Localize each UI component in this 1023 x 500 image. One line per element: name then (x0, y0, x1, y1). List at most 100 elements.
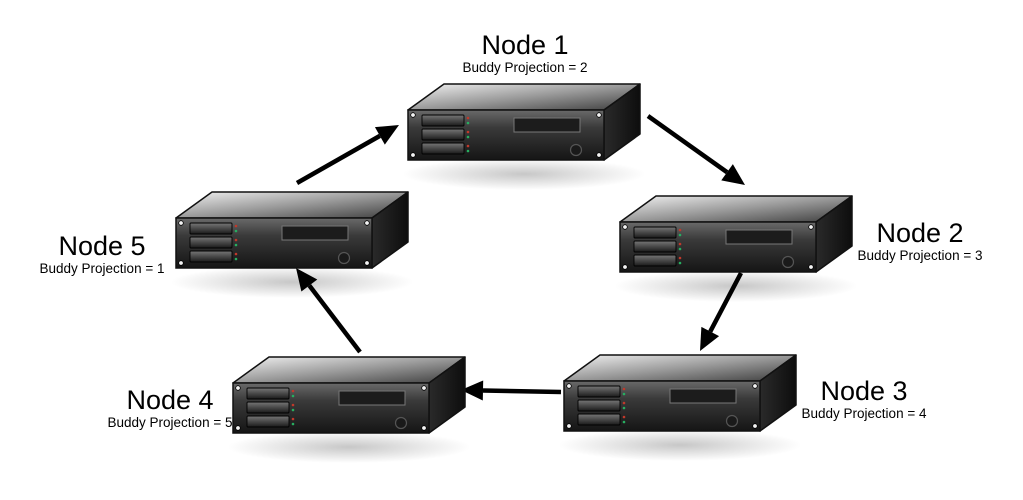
screw-icon (235, 425, 241, 431)
led-red-icon (291, 389, 295, 393)
node-label-4: Node 4 Buddy Projection = 5 (80, 385, 260, 431)
drive-bay (246, 401, 290, 414)
screw-icon (808, 224, 814, 230)
server-node-2 (614, 195, 858, 302)
display-panel (338, 390, 406, 406)
power-button-icon (337, 251, 351, 265)
server-top (619, 195, 853, 223)
screw-icon (410, 112, 416, 118)
screw-icon (566, 383, 572, 389)
node-name: Node 4 (126, 385, 214, 415)
led-green-icon (678, 247, 682, 251)
drive-bay (577, 385, 621, 398)
server-node-4 (227, 356, 471, 463)
drive-bay (246, 387, 290, 400)
led-green-icon (234, 229, 238, 233)
drive-bay (577, 413, 621, 426)
led-green-icon (622, 420, 626, 424)
power-button-icon (569, 143, 583, 157)
led-green-icon (291, 408, 295, 412)
led-red-icon (291, 417, 295, 421)
servers-layer (170, 83, 858, 463)
server-shadow (614, 270, 858, 302)
screw-icon (622, 264, 628, 270)
screw-icon (178, 220, 184, 226)
server-shadow (170, 266, 414, 298)
led-green-icon (291, 394, 295, 398)
led-red-icon (234, 252, 238, 256)
display-panel (281, 225, 349, 241)
power-button-icon (781, 255, 795, 269)
node-name: Node 5 (58, 231, 146, 261)
drive-bay (189, 250, 233, 263)
server-node-3 (558, 354, 802, 461)
led-red-icon (466, 116, 470, 120)
arrow-head-icon (721, 164, 745, 185)
node-buddy-projection: Buddy Projection = 4 (801, 406, 927, 421)
led-green-icon (234, 257, 238, 261)
server-shadow (558, 429, 802, 461)
node-name: Node 3 (820, 376, 908, 406)
led-green-icon (466, 149, 470, 153)
arrow-head-icon (461, 380, 484, 401)
arrow-3 (461, 380, 562, 401)
led-red-icon (466, 144, 470, 148)
arrow-shaft (646, 114, 729, 175)
led-green-icon (234, 243, 238, 247)
arrow-head-icon (374, 125, 399, 145)
screw-icon (178, 260, 184, 266)
screw-icon (364, 260, 370, 266)
screw-icon (410, 152, 416, 158)
led-green-icon (622, 392, 626, 396)
node-label-5: Node 5 Buddy Projection = 1 (12, 231, 192, 277)
led-green-icon (678, 261, 682, 265)
led-green-icon (466, 135, 470, 139)
screw-icon (596, 112, 602, 118)
led-red-icon (678, 242, 682, 246)
power-button-icon (394, 416, 408, 430)
node-buddy-projection: Buddy Projection = 3 (857, 248, 983, 263)
server-node-1 (402, 83, 646, 190)
screw-icon (752, 423, 758, 429)
display-panel (725, 229, 793, 245)
drive-bay (189, 236, 233, 249)
led-green-icon (291, 422, 295, 426)
led-red-icon (291, 403, 295, 407)
drive-bay (246, 415, 290, 428)
led-green-icon (678, 233, 682, 237)
led-red-icon (678, 228, 682, 232)
server-top (563, 354, 797, 382)
server-top (232, 356, 466, 384)
arrow-1 (646, 114, 745, 185)
drive-bay (633, 254, 677, 267)
drive-bay (421, 114, 465, 127)
node-label-1: Node 1 Buddy Projection = 2 (420, 30, 630, 76)
node-name: Node 2 (876, 218, 964, 248)
node-label-3: Node 3 Buddy Projection = 4 (774, 376, 954, 422)
node-buddy-projection: Buddy Projection = 1 (39, 261, 165, 276)
arrow-head-icon (700, 326, 720, 351)
display-panel (513, 117, 581, 133)
server-node-5 (170, 191, 414, 298)
screw-icon (808, 264, 814, 270)
screw-icon (596, 152, 602, 158)
led-red-icon (622, 401, 626, 405)
node-label-2: Node 2 Buddy Projection = 3 (830, 218, 1010, 264)
screw-icon (235, 385, 241, 391)
led-red-icon (622, 387, 626, 391)
screw-icon (566, 423, 572, 429)
screw-icon (622, 224, 628, 230)
led-green-icon (622, 406, 626, 410)
arrow-shaft (295, 133, 381, 185)
led-red-icon (234, 224, 238, 228)
node-buddy-projection: Buddy Projection = 5 (107, 415, 233, 430)
drive-bay (577, 399, 621, 412)
led-red-icon (234, 238, 238, 242)
node-name: Node 1 (481, 30, 569, 60)
led-red-icon (466, 130, 470, 134)
server-top (407, 83, 641, 111)
screw-icon (364, 220, 370, 226)
drive-bay (633, 226, 677, 239)
screw-icon (752, 383, 758, 389)
